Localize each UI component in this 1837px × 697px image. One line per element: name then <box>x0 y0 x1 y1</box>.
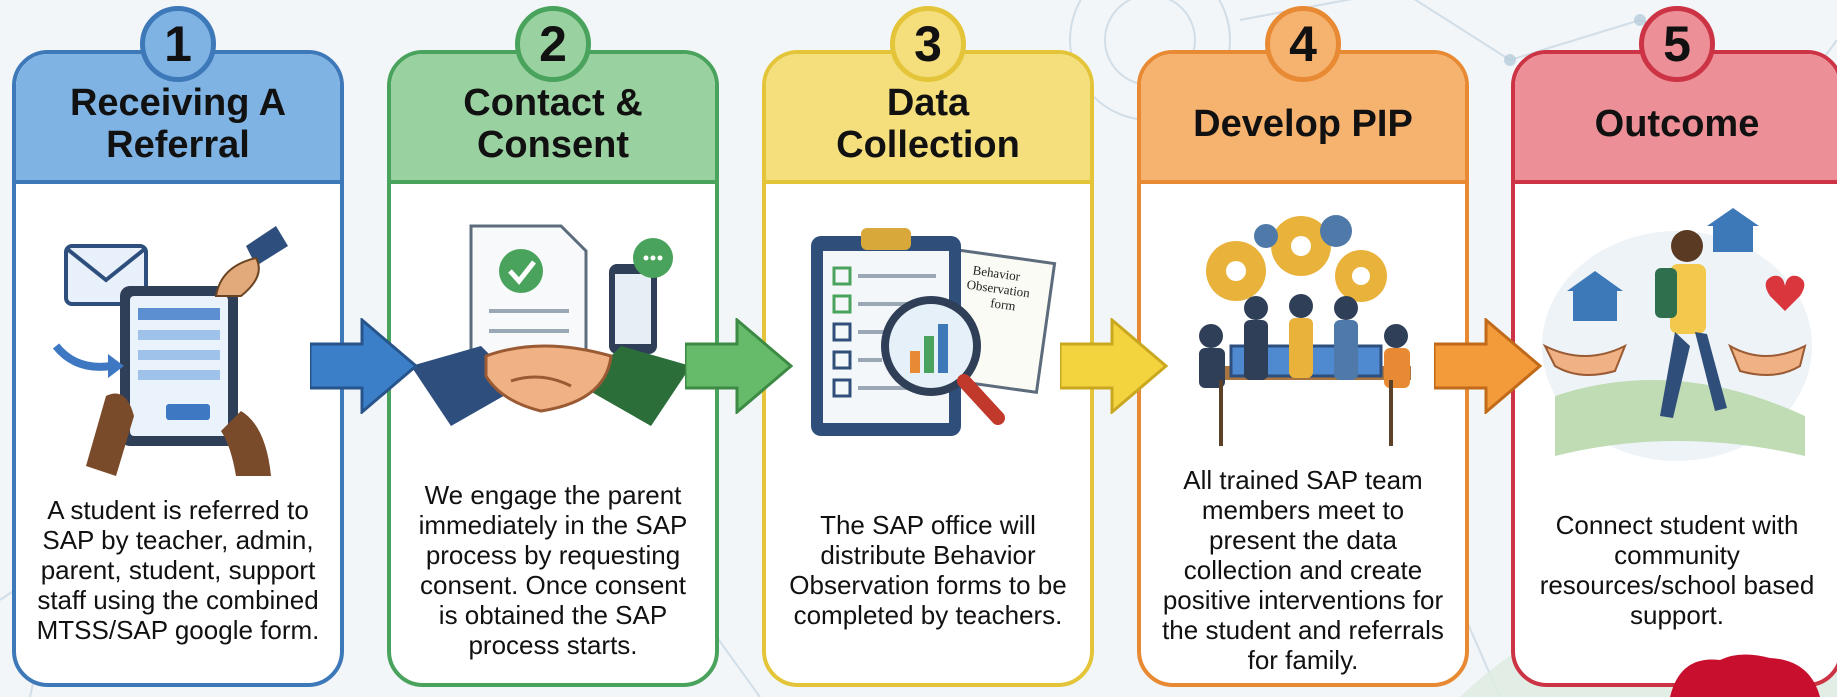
step-card-outcome: Outcome Connect student with community r… <box>1511 50 1837 687</box>
arrow-right-icon <box>310 318 418 414</box>
step-title-line: Collection <box>836 124 1020 166</box>
step-number-badge: 1 <box>140 6 216 82</box>
step-description: A student is referred to SAP by teacher,… <box>36 495 320 645</box>
step-number-badge: 5 <box>1639 6 1715 82</box>
step-title-line: Data <box>886 82 970 124</box>
arrow-right-icon <box>1060 318 1168 414</box>
step-card-data-collection: Data Collection Behavior Observation for… <box>762 50 1094 687</box>
step-card-receiving-referral: Receiving A Referral A student is referr… <box>12 50 344 687</box>
student-support-icon <box>1542 208 1812 461</box>
step-number-badge: 4 <box>1265 6 1341 82</box>
form-title-line: form <box>989 295 1016 313</box>
step-description: The SAP office will distribute Behavior … <box>789 510 1067 630</box>
step-card-contact-consent: Contact & Consent We engage the parent i… <box>387 50 719 687</box>
decorative-logo-fragment <box>1670 654 1820 697</box>
step-title-line: Contact & <box>463 82 643 124</box>
step-title: Data Collection <box>766 54 1090 184</box>
referral-tablet-icon <box>52 226 288 476</box>
team-meeting-gears-icon <box>1199 215 1411 446</box>
step-number-badge: 2 <box>515 6 591 82</box>
step-title-line: Develop PIP <box>1193 103 1413 145</box>
handshake-consent-icon <box>411 224 691 426</box>
arrow-right-icon <box>685 318 793 414</box>
step-description: We engage the parent immediately in the … <box>418 480 688 660</box>
step-title-line: Receiving A <box>69 82 287 124</box>
step-title-line: Outcome <box>1594 103 1760 145</box>
clipboard-magnifier-icon: Behavior Observation form <box>811 228 1057 436</box>
step-card-develop-pip: Develop PIP All trained SAP team members… <box>1137 50 1469 687</box>
step-description: Connect student with community resources… <box>1539 510 1815 630</box>
step-title-line: Consent <box>476 124 629 166</box>
arrow-right-icon <box>1434 318 1542 414</box>
step-description: All trained SAP team members meet to pre… <box>1162 465 1444 675</box>
step-number-badge: 3 <box>890 6 966 82</box>
form-title-line: Behavior <box>972 262 1022 284</box>
step-title: Outcome <box>1515 54 1837 184</box>
step-title-line: Referral <box>106 124 250 166</box>
